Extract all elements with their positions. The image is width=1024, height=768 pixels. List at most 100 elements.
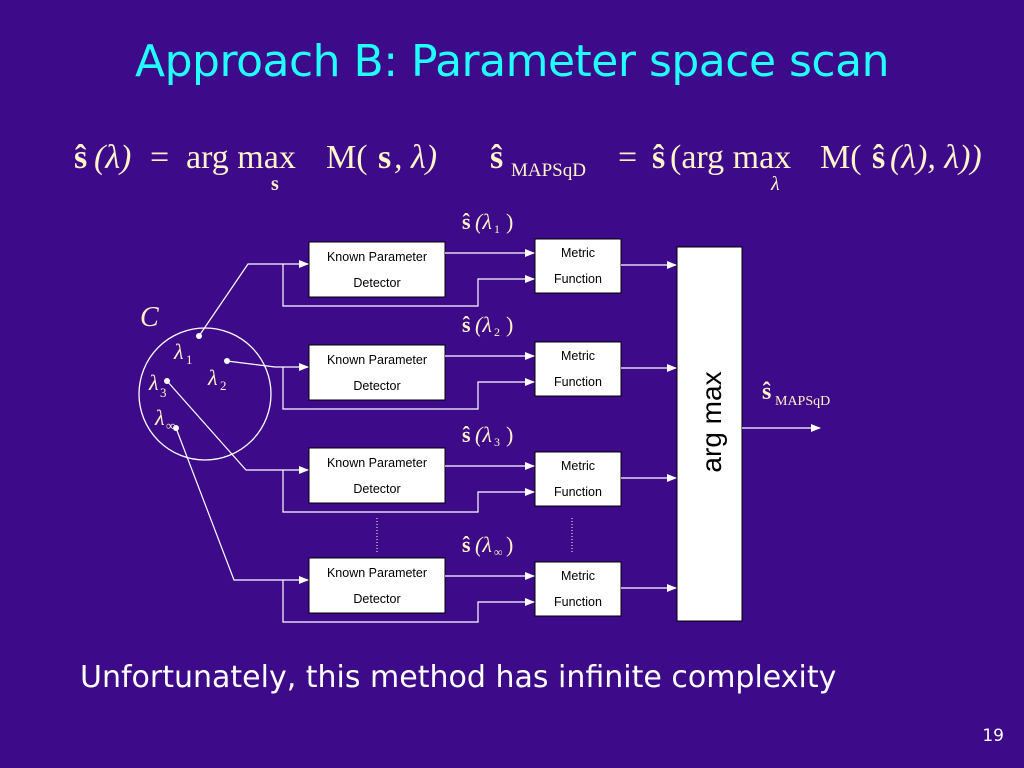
branches: Known ParameterDetectorMetricFunctionŝ(λ… — [166, 209, 677, 623]
equation-2: ŝ MAPSqD = ŝ (arg max λ M( ŝ (λ), λ)) — [490, 139, 982, 195]
bypass-arrow-inf — [282, 580, 535, 623]
eq2-rhs-tail: (λ), λ)) — [890, 139, 982, 176]
svg-text:2: 2 — [220, 378, 227, 393]
detector-label-2: Known Parameter — [327, 353, 427, 367]
svg-text:(λ: (λ — [475, 532, 492, 557]
detector-box-2 — [308, 344, 446, 401]
metric-sublabel-2: Function — [554, 375, 602, 389]
eq1-lhs-symbol: ŝ — [74, 139, 87, 176]
argmax-label: arg max — [696, 371, 727, 472]
eq2-operator-subscript: λ — [770, 173, 780, 195]
input-arrow-3 — [166, 380, 309, 474]
output-subscript: MAPSqD — [775, 394, 830, 409]
set-label: C — [140, 302, 159, 333]
eq2-lhs-symbol: ŝ — [490, 139, 503, 176]
lambda-1-label: λ 1 — [173, 339, 193, 367]
estimate-label-inf: ŝ(λ∞) — [462, 532, 513, 559]
input-arrow-1 — [198, 260, 309, 337]
metric-label-3: Metric — [561, 459, 595, 473]
svg-text:2: 2 — [494, 325, 500, 339]
svg-text:λ: λ — [148, 370, 159, 395]
bypass-arrow-2 — [282, 367, 535, 410]
svg-text:): ) — [506, 209, 513, 234]
eq1-operator-subscript: s — [271, 173, 279, 195]
metric-box-2 — [534, 341, 622, 397]
detector-box-3 — [308, 447, 446, 504]
detector-label-inf: Known Parameter — [327, 566, 427, 580]
input-arrow-inf — [175, 427, 309, 584]
lambda-2-label: λ 2 — [207, 365, 227, 393]
branch-3: Known ParameterDetectorMetricFunctionŝ(λ… — [166, 380, 677, 513]
svg-text:(λ: (λ — [475, 422, 492, 447]
parameter-set-circle — [138, 327, 272, 461]
svg-text:ŝ: ŝ — [462, 532, 471, 557]
lambda-inf-label: λ ∞ — [154, 405, 175, 433]
eq1-operator: arg max — [186, 139, 296, 176]
branch-1: Known ParameterDetectorMetricFunctionŝ(λ… — [198, 209, 677, 337]
detector-label-1: Known Parameter — [327, 250, 427, 264]
svg-text:3: 3 — [160, 385, 167, 400]
svg-text:ŝ: ŝ — [462, 209, 471, 234]
eq2-rhs-func: M( — [820, 139, 862, 176]
svg-text:3: 3 — [494, 435, 500, 449]
eq2-rhs-inner-hat: ŝ — [872, 139, 885, 176]
detector-sublabel-1: Detector — [353, 276, 400, 290]
output-symbol: ŝ — [762, 379, 771, 405]
eq2-rhs-open: (arg max — [670, 139, 791, 176]
detector-box-1 — [308, 241, 446, 298]
equation-1: ŝ (λ) = arg max s M( s , λ) — [74, 139, 437, 195]
metric-sublabel-3: Function — [554, 485, 602, 499]
slide-title: Approach B: Parameter space scan — [135, 36, 889, 87]
svg-text:): ) — [506, 422, 513, 447]
svg-text:1: 1 — [494, 222, 500, 236]
branch-inf: Known ParameterDetectorMetricFunctionŝ(λ… — [175, 427, 677, 623]
eq2-lhs-subscript: MAPSqD — [511, 160, 586, 181]
metric-label-inf: Metric — [561, 569, 595, 583]
bypass-arrow-1 — [282, 264, 535, 307]
argmax-block — [676, 246, 743, 622]
svg-text:1: 1 — [186, 352, 193, 367]
detector-box-inf — [308, 557, 446, 614]
bypass-arrow-3 — [282, 470, 535, 513]
lambda-3-label: λ 3 — [148, 370, 167, 400]
detector-label-3: Known Parameter — [327, 456, 427, 470]
eq1-rhs-bold-arg: s — [378, 139, 391, 176]
svg-text:(λ: (λ — [475, 312, 492, 337]
eq1-rhs-func: M( — [326, 139, 368, 176]
metric-box-3 — [534, 451, 622, 507]
metric-label-1: Metric — [561, 246, 595, 260]
metric-box-1 — [534, 238, 622, 294]
svg-text:): ) — [506, 312, 513, 337]
metric-box-inf — [534, 561, 622, 617]
metric-label-2: Metric — [561, 349, 595, 363]
detector-sublabel-inf: Detector — [353, 592, 400, 606]
svg-text:ŝ: ŝ — [462, 312, 471, 337]
svg-text:(λ: (λ — [475, 209, 492, 234]
svg-text:): ) — [506, 532, 513, 557]
page-number: 19 — [982, 726, 1004, 746]
footer-text: Unfortunately, this method has infinite … — [80, 660, 837, 695]
detector-sublabel-3: Detector — [353, 482, 400, 496]
detector-sublabel-2: Detector — [353, 379, 400, 393]
svg-text:ŝ: ŝ — [462, 422, 471, 447]
eq2-equals: = — [618, 139, 637, 176]
eq1-equals: = — [150, 139, 169, 176]
input-arrow-2 — [226, 360, 309, 371]
eq2-rhs-hat: ŝ — [652, 139, 665, 176]
svg-text:λ: λ — [173, 339, 184, 364]
svg-text:λ: λ — [207, 365, 218, 390]
svg-text:λ: λ — [154, 405, 165, 430]
svg-text:∞: ∞ — [166, 418, 175, 433]
parameter-set: C λ 1 λ 2 λ 3 λ ∞ — [138, 302, 272, 461]
svg-text:∞: ∞ — [494, 545, 503, 559]
metric-sublabel-inf: Function — [554, 595, 602, 609]
eq1-lhs-arg: (λ) — [94, 139, 131, 176]
metric-sublabel-1: Function — [554, 272, 602, 286]
eq1-rhs-tail: , λ) — [394, 139, 437, 176]
